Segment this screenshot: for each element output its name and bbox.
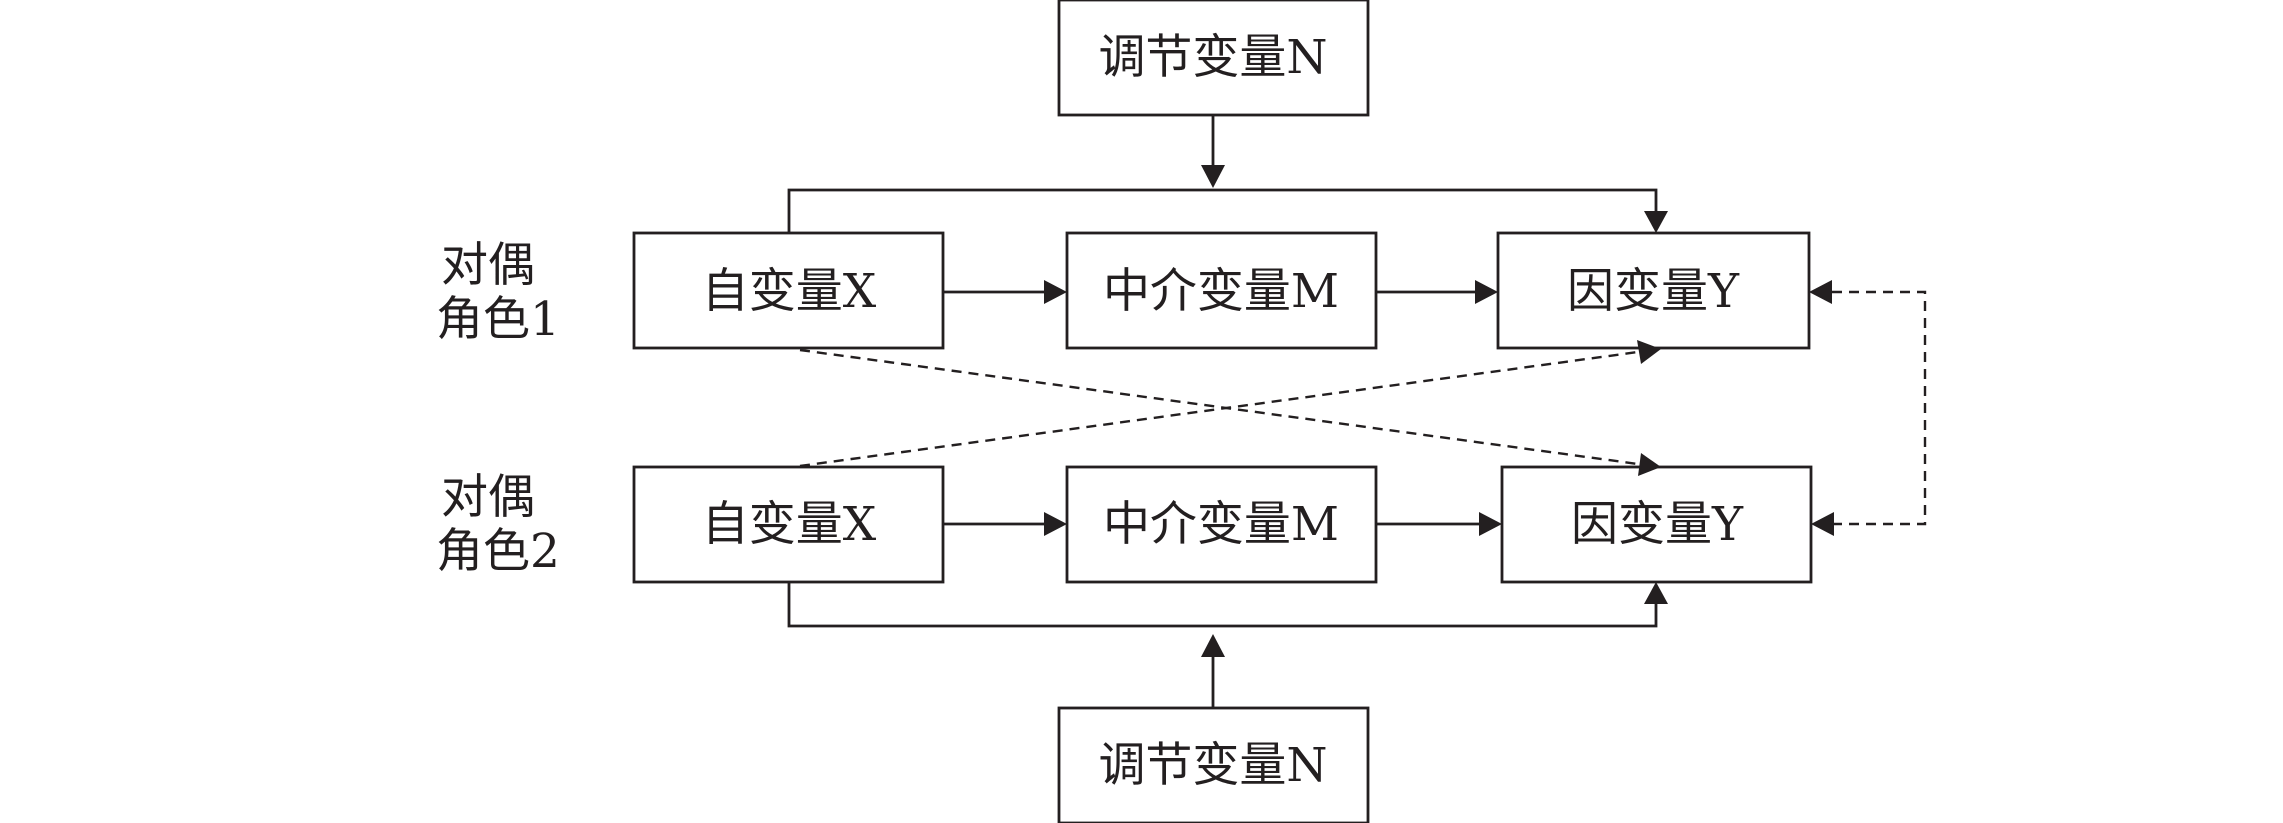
moderation-path-top: [787, 115, 1668, 233]
m1-box: [1065, 231, 1378, 350]
y1-correlation-arrowhead: [1809, 280, 1832, 304]
y1-box: [1496, 231, 1811, 350]
m2-label: 中介变量M: [1103, 497, 1339, 552]
moderation-path-bottom: [787, 582, 1668, 708]
y1-node: 因变量Y: [1496, 231, 1811, 350]
y1-y2-correlation-path: [1809, 280, 1927, 536]
y2-label: 因变量Y: [1571, 497, 1744, 552]
moderator-bottom-box: [1057, 706, 1370, 823]
x2-box: [632, 465, 945, 584]
role-label-2-line2: 角色2: [436, 524, 560, 579]
x1-to-y1-direct-line: [787, 188, 1658, 233]
moderator-bottom-label: 调节变量N: [1098, 738, 1327, 793]
y2-box: [1500, 465, 1813, 584]
row2-mediation-arrows: [943, 512, 1502, 536]
m1-to-y1-arrowhead: [1475, 280, 1498, 304]
x1-to-m1-arrowhead: [1044, 280, 1067, 304]
x2-label: 自变量X: [702, 497, 877, 552]
x1-box: [632, 231, 945, 350]
x2-to-m2-arrowhead: [1044, 512, 1067, 536]
moderator-bottom-node: 调节变量N: [1057, 706, 1370, 823]
x2-to-y1-dashed-line: [799, 350, 1639, 468]
moderator-top-node: 调节变量N: [1057, 0, 1370, 117]
moderator-bottom-arrowhead: [1201, 634, 1225, 657]
role-label-2-line1: 对偶: [441, 470, 535, 525]
row1-mediation-arrows: [943, 280, 1498, 304]
x1-node: 自变量X: [632, 231, 945, 350]
role-label-1: 对偶 角色1: [436, 238, 560, 347]
x1-to-y1-direct-arrowhead: [1644, 211, 1668, 233]
cross-partner-paths: [799, 340, 1661, 476]
y2-node: 因变量Y: [1500, 465, 1813, 584]
x2-node: 自变量X: [632, 465, 945, 584]
x1-to-y2-arrowhead: [1638, 453, 1661, 476]
m2-box: [1065, 465, 1378, 584]
m1-label: 中介变量M: [1103, 264, 1339, 319]
m2-to-y2-arrowhead: [1479, 512, 1502, 536]
moderator-top-label: 调节变量N: [1098, 30, 1327, 85]
m1-node: 中介变量M: [1065, 231, 1378, 350]
role-label-1-line2: 角色1: [436, 292, 560, 347]
y2-correlation-arrowhead: [1811, 512, 1834, 536]
y1-y2-dashed-line: [1832, 290, 1927, 526]
role-label-2: 对偶 角色2: [436, 470, 560, 579]
role-label-1-line1: 对偶: [441, 238, 535, 293]
moderator-top-arrowhead: [1201, 165, 1225, 188]
moderator-top-box: [1057, 0, 1370, 117]
x1-to-y2-dashed-line: [799, 348, 1639, 466]
y1-label: 因变量Y: [1567, 264, 1740, 319]
x1-label: 自变量X: [702, 264, 877, 319]
m2-node: 中介变量M: [1065, 465, 1378, 584]
x2-to-y1-arrowhead: [1637, 340, 1661, 364]
x2-to-y2-direct-line: [787, 582, 1658, 628]
x2-to-y2-direct-arrowhead: [1644, 582, 1668, 604]
